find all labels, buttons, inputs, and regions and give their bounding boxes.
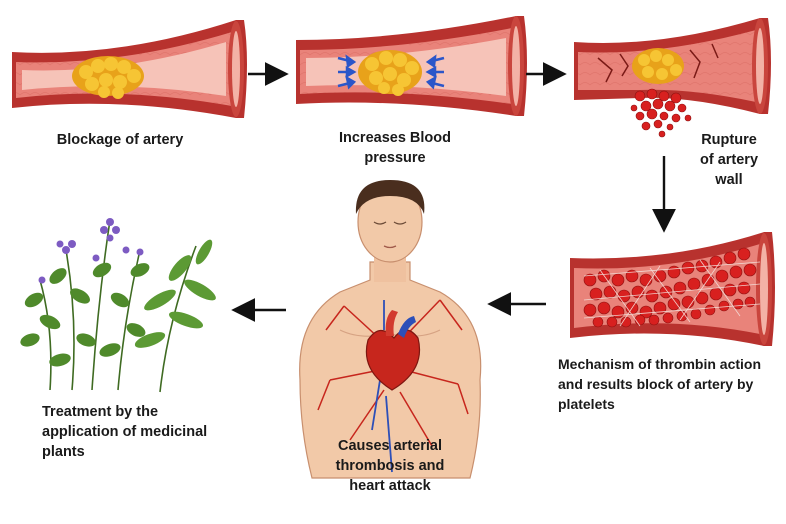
flower-blossoms [38,218,144,284]
label-blockage: Blockage of artery [38,130,202,150]
human-torso-illustration [299,180,482,479]
label-thrombosis-line: Causes arterial [338,438,442,454]
label-thrombin: Mechanism of thrombin action and results… [558,354,782,414]
label-blockage-line: Blockage of artery [56,132,184,148]
artery-rupture-illustration [574,18,771,138]
artery-pressure-illustration [296,16,527,116]
crack-lines [597,43,719,83]
label-thrombin-line: Mechanism of thrombin action [558,356,762,372]
medicinal-plants-illustration [20,218,216,393]
label-rupture-line: wall [715,172,743,188]
label-thrombosis-line: heart attack [349,478,431,494]
label-rupture-line: Rupture [701,132,757,148]
label-rupture: Rupture of artery wall [694,130,764,190]
label-pressure-line: Increases Blood [338,130,451,146]
artery-blockage-illustration [12,20,247,118]
label-treatment-line: application of medicinal [42,424,208,440]
pressure-arrows [337,54,445,90]
label-rupture-line: of artery [699,152,759,168]
label-pressure: Increases Blood pressure [320,128,470,168]
plaque-deposit [358,50,422,96]
label-thrombin-line: platelets [558,396,615,412]
label-pressure-line: pressure [364,150,426,166]
vein-network [371,300,393,473]
spilled-blood-cells [630,88,692,138]
fibrin-mesh [583,259,761,327]
label-treatment-line: plants [42,444,85,460]
label-thrombosis-line: thrombosis and [335,458,445,474]
label-thrombosis: Causes arterial thrombosis and heart att… [320,436,460,496]
plaque-deposit [72,56,144,99]
tree-sapling-leaves [134,239,216,348]
label-treatment: Treatment by the application of medicina… [42,402,242,462]
label-treatment-line: Treatment by the [42,404,159,420]
leaf-cluster [20,262,150,367]
label-thrombin-line: and results block of artery by [558,376,754,392]
artery-thrombus-illustration [570,232,775,346]
flow-arrows [231,62,676,322]
plaque-deposit [632,48,684,84]
heart-illustration [365,310,421,391]
clot-blood-cells [583,247,757,328]
